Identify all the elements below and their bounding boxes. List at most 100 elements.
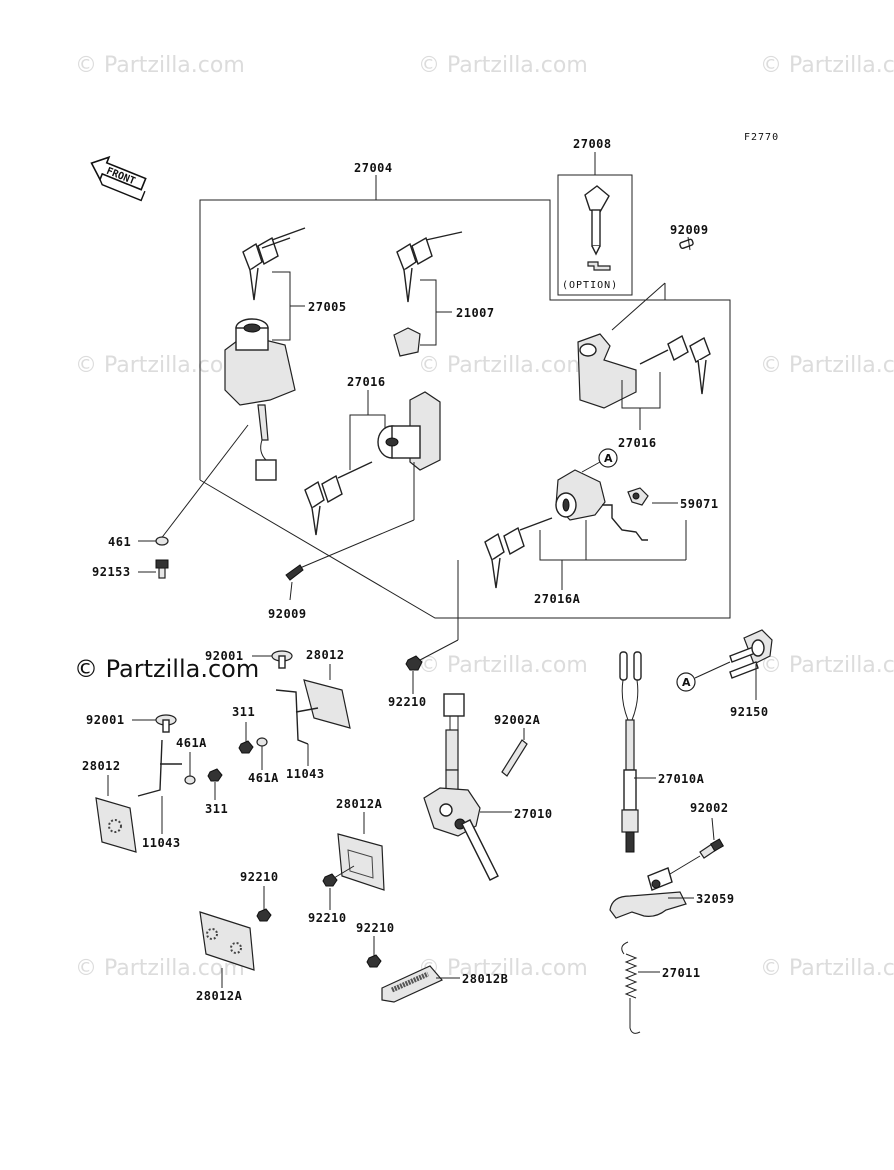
label-28012A-left: 28012A bbox=[196, 989, 243, 1003]
nut-icon bbox=[256, 908, 272, 922]
screw-icon bbox=[699, 838, 725, 859]
bolt-icon bbox=[271, 650, 293, 669]
watermark: © Partzilla.com bbox=[418, 653, 588, 678]
label-27008: 27008 bbox=[573, 137, 612, 151]
connector-icon bbox=[443, 693, 465, 730]
clip-icon bbox=[627, 487, 649, 506]
key-pair-icon bbox=[396, 231, 463, 303]
label-92150: 92150 bbox=[730, 705, 769, 719]
label-92002: 92002 bbox=[690, 801, 729, 815]
reflector-icon bbox=[199, 911, 255, 971]
nut-icon bbox=[322, 873, 338, 887]
key-pair-icon bbox=[639, 334, 711, 395]
label-461A-left: 461A bbox=[176, 736, 207, 750]
label-461: 461 bbox=[108, 535, 131, 549]
watermark: © Partzilla.com bbox=[760, 353, 894, 378]
nut-icon bbox=[238, 740, 254, 754]
washer-icon bbox=[256, 737, 268, 747]
front-arrow-icon: FRONT bbox=[90, 155, 147, 202]
label-92002A: 92002A bbox=[494, 713, 541, 727]
ignition-switch-icon bbox=[224, 318, 296, 481]
reflector-icon bbox=[95, 797, 137, 853]
watermark: © Partzilla.com bbox=[418, 956, 588, 981]
reflector-icon bbox=[337, 833, 385, 891]
callout-letter: A bbox=[682, 676, 691, 689]
watermark: © Partzilla.com bbox=[418, 53, 588, 78]
label-92001-left: 92001 bbox=[86, 713, 125, 727]
cable-icon bbox=[445, 729, 459, 771]
label-28012B: 28012B bbox=[462, 972, 508, 986]
nut-icon bbox=[207, 768, 223, 782]
screw-icon bbox=[664, 238, 694, 300]
bracket-icon bbox=[275, 689, 319, 745]
label-11043-left: 11043 bbox=[142, 836, 181, 850]
label-27016A: 27016A bbox=[534, 592, 581, 606]
figure-ref: F2770 bbox=[744, 132, 779, 143]
label-11043-top: 11043 bbox=[286, 767, 325, 781]
label-92210-right: 92210 bbox=[356, 921, 395, 935]
label-59071: 59071 bbox=[680, 497, 719, 511]
label-311-top: 311 bbox=[232, 705, 255, 719]
lock-assembly-icon bbox=[555, 469, 648, 541]
screw-icon bbox=[501, 739, 528, 777]
watermark: © Partzilla.com bbox=[75, 353, 245, 378]
washer-icon bbox=[155, 536, 169, 546]
reflector-icon bbox=[381, 965, 443, 1003]
watermarks: © Partzilla.com © Partzilla.com © Partzi… bbox=[74, 53, 894, 981]
bolt-pair-icon bbox=[729, 629, 773, 679]
label-92009-bottom: 92009 bbox=[268, 607, 307, 621]
watermark-main: © Partzilla.com bbox=[74, 655, 259, 683]
label-27016-right: 27016 bbox=[618, 436, 657, 450]
set-outline-27004: 27004 bbox=[199, 161, 731, 619]
label-27004: 27004 bbox=[354, 161, 393, 175]
spring-icon bbox=[621, 941, 641, 1034]
label-32059: 32059 bbox=[696, 892, 735, 906]
key-pair-icon bbox=[484, 517, 553, 589]
nut-icon bbox=[366, 954, 382, 968]
label-27005: 27005 bbox=[308, 300, 347, 314]
label-92153: 92153 bbox=[92, 565, 131, 579]
helmet-lock-icon bbox=[577, 333, 637, 409]
bolt-icon bbox=[155, 714, 177, 733]
option-key-box: 27008 (OPTION) bbox=[557, 137, 633, 296]
key-icon bbox=[584, 185, 610, 256]
watermark: © Partzilla.com bbox=[418, 353, 588, 378]
label-92210-left: 92210 bbox=[240, 870, 279, 884]
label-28012A-center: 28012A bbox=[336, 797, 383, 811]
bracket-icon bbox=[137, 739, 182, 797]
label-92210-center: 92210 bbox=[388, 695, 427, 709]
screw-icon bbox=[285, 564, 304, 581]
callout-letter: A bbox=[604, 452, 613, 465]
callout-a-icon: A bbox=[598, 448, 618, 468]
label-92210-center-low: 92210 bbox=[308, 911, 347, 925]
label-92001-top: 92001 bbox=[205, 649, 244, 663]
reflector-icon bbox=[303, 679, 351, 729]
label-461A-top: 461A bbox=[248, 771, 279, 785]
label-311-left: 311 bbox=[205, 802, 228, 816]
option-label: (OPTION) bbox=[562, 280, 618, 291]
key-pair-icon bbox=[304, 461, 373, 536]
watermark: © Partzilla.com bbox=[760, 653, 894, 678]
nut-icon bbox=[405, 655, 423, 671]
key-pair-icon bbox=[242, 227, 306, 301]
washer-icon bbox=[184, 775, 196, 785]
callout-a-icon: A bbox=[676, 672, 696, 692]
label-92009-top: 92009 bbox=[670, 223, 709, 237]
watermark: © Partzilla.com bbox=[75, 956, 245, 981]
label-21007: 21007 bbox=[456, 306, 495, 320]
label-28012-top: 28012 bbox=[306, 648, 345, 662]
watermark: © Partzilla.com bbox=[760, 956, 894, 981]
sensor-icon bbox=[619, 651, 642, 853]
seat-lock-icon bbox=[377, 391, 441, 471]
label-27016-left: 27016 bbox=[347, 375, 386, 389]
watermark: © Partzilla.com bbox=[75, 53, 245, 78]
side-stand-switch-icon bbox=[423, 769, 499, 881]
bolt-icon bbox=[155, 559, 169, 579]
bracket-icon bbox=[609, 867, 687, 919]
label-27010A: 27010A bbox=[658, 772, 705, 786]
watermark: © Partzilla.com bbox=[760, 53, 894, 78]
label-27011: 27011 bbox=[662, 966, 701, 980]
cap-icon bbox=[393, 327, 421, 357]
label-28012-left: 28012 bbox=[82, 759, 121, 773]
